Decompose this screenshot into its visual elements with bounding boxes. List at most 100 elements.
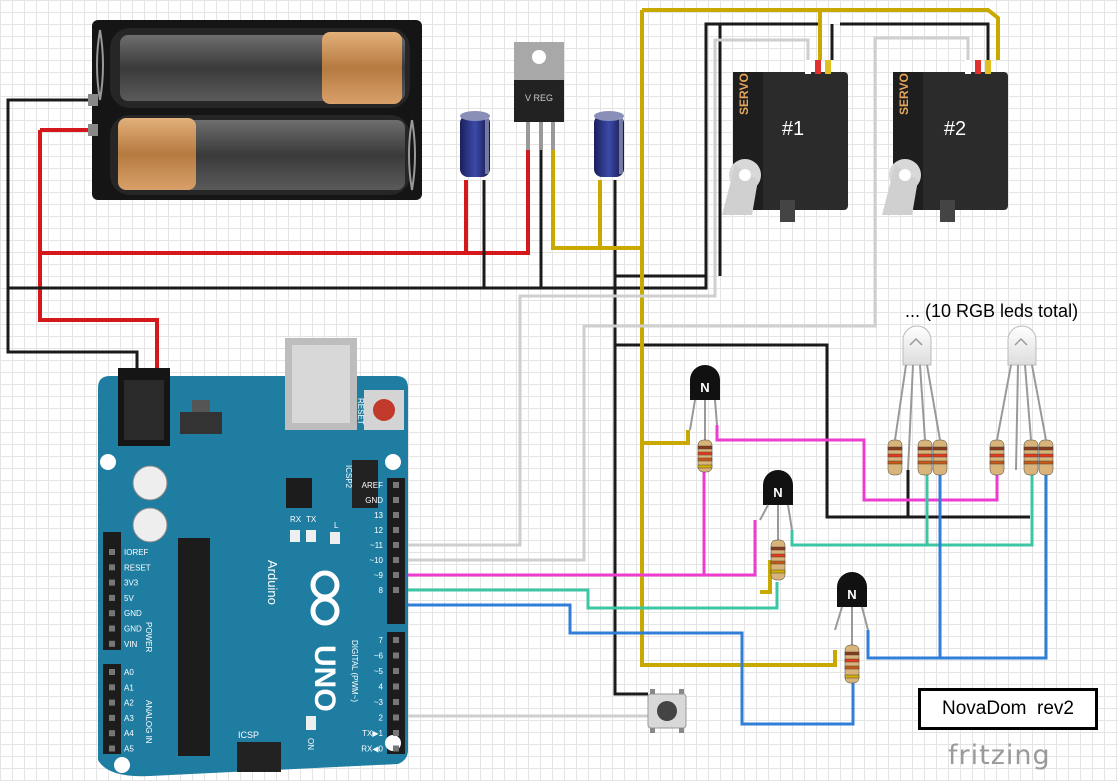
blue-blue-channel-wires xyxy=(395,470,1048,726)
header-pin xyxy=(393,668,399,674)
pin-label: GND xyxy=(365,496,383,505)
header-pin xyxy=(393,730,399,736)
pin-label: A3 xyxy=(124,714,134,723)
resistor xyxy=(887,439,903,476)
header-pin xyxy=(109,610,115,617)
header-pin xyxy=(393,527,399,533)
transistor-label: N xyxy=(700,380,709,395)
pin-label: AREF xyxy=(362,481,383,490)
pin-label: ~10 xyxy=(369,556,383,565)
header-pin xyxy=(393,745,399,752)
resistor xyxy=(697,439,713,473)
pin-label: RX◀0 xyxy=(361,745,383,754)
pin-label: GND xyxy=(124,609,142,618)
pin-label: A2 xyxy=(124,699,134,708)
resistor xyxy=(917,439,933,476)
pin-label: TX▶1 xyxy=(362,729,383,738)
pin-label: RESET xyxy=(124,563,151,572)
rgb-led xyxy=(894,325,941,471)
header-pin xyxy=(393,714,399,721)
pin-label: 8 xyxy=(379,586,384,595)
pin-label: A5 xyxy=(124,745,134,754)
pin-label: IOREF xyxy=(124,548,149,557)
power-label: POWER xyxy=(144,622,153,652)
pin-label: 12 xyxy=(374,526,383,535)
white-servo-signal-wires xyxy=(395,36,970,718)
header-pin xyxy=(109,594,115,601)
fritzing-logo: fritzing xyxy=(948,740,1051,771)
header-pin xyxy=(109,640,115,647)
npn-transistor: N xyxy=(689,365,720,440)
servo-side-label: SERVO xyxy=(737,73,751,115)
header-pin xyxy=(109,699,115,706)
resistor xyxy=(1038,439,1054,476)
pin-label: 7 xyxy=(379,636,384,645)
pin-label: VIN xyxy=(124,640,138,649)
pin-label: 13 xyxy=(374,511,383,520)
tx-label: TX xyxy=(306,515,317,524)
servo-side-label: SERVO xyxy=(897,73,911,115)
analog-label: ANALOG IN xyxy=(144,700,153,744)
header-pin xyxy=(109,714,115,721)
header-pin xyxy=(109,579,115,586)
transistor-label: N xyxy=(847,587,856,602)
rgb-led xyxy=(996,325,1047,471)
resistors xyxy=(697,439,1054,684)
pin-label: ~11 xyxy=(370,541,384,550)
header-pin xyxy=(393,542,399,548)
resistor xyxy=(1023,439,1039,476)
project-title: NovaDom rev2 xyxy=(918,688,1098,730)
digital-label: DIGITAL (PWM~) xyxy=(350,640,359,702)
electrolytic-capacitor xyxy=(594,111,624,177)
on-label: ON xyxy=(306,738,315,750)
header-pin xyxy=(393,512,399,518)
reset-label: RESET xyxy=(356,398,365,425)
resistor xyxy=(932,439,948,476)
arduino-brand-label: Arduino xyxy=(265,560,280,605)
npn-transistor: N xyxy=(834,572,869,645)
red-power-wires xyxy=(38,128,530,370)
header-pin xyxy=(393,652,399,659)
resistor xyxy=(770,539,786,581)
push-button xyxy=(647,689,687,733)
header-pin xyxy=(109,745,115,752)
pin-label: A1 xyxy=(124,683,134,692)
servo-2: SERVO #2 xyxy=(882,60,1008,222)
servo-number-label: #2 xyxy=(944,118,966,140)
pin-label: ~9 xyxy=(374,571,384,580)
header-pin xyxy=(109,549,115,555)
header-pin xyxy=(393,482,399,488)
yellow-5v-wires xyxy=(551,8,1000,667)
header-pin xyxy=(393,557,399,563)
arduino-uno-board: RESET ICSP2 TX RX L Arduino UNO ICSP ON xyxy=(98,338,408,777)
resistor xyxy=(989,439,1005,476)
battery-pack xyxy=(88,20,422,200)
header-pin xyxy=(109,564,115,571)
servo-number-label: #1 xyxy=(782,118,804,140)
arduino-model-label: UNO xyxy=(308,645,341,712)
pin-label: 2 xyxy=(379,714,384,723)
header-pin xyxy=(393,497,399,503)
regulator-label: V REG xyxy=(525,93,553,103)
led-count-note: ... (10 RGB leds total) xyxy=(905,301,1079,321)
pin-label: ~6 xyxy=(374,652,384,661)
pin-label: A4 xyxy=(124,729,134,738)
header-pin xyxy=(393,683,399,690)
servo-1: SERVO #1 xyxy=(722,60,848,222)
teal-green-channel-wires xyxy=(395,470,1034,610)
pin-label: 3V3 xyxy=(124,579,139,588)
transistor-label: N xyxy=(773,485,782,500)
black-ground-wires xyxy=(6,22,1030,696)
npn-transistor: N xyxy=(759,470,793,540)
header-pin xyxy=(109,669,115,675)
header-pin xyxy=(109,625,115,632)
electrolytic-capacitor xyxy=(460,111,490,177)
rx-label: RX xyxy=(290,515,302,524)
voltage-regulator: V REG xyxy=(514,42,564,150)
icsp2-label: ICSP2 xyxy=(344,465,353,489)
header-pin xyxy=(393,587,399,593)
l-label: L xyxy=(334,521,339,530)
header-pin xyxy=(393,699,399,705)
pin-label: GND xyxy=(124,625,142,634)
